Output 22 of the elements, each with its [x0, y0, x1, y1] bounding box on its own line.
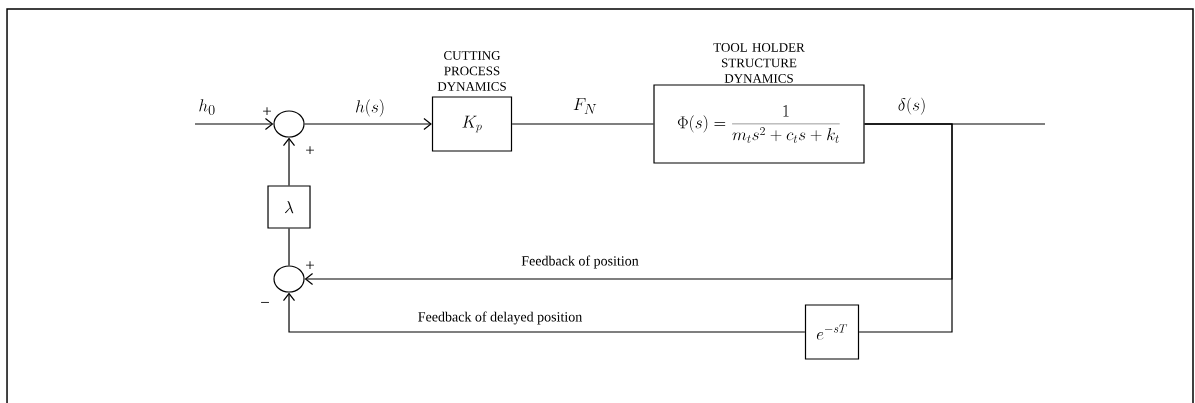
arrow	[304, 117, 432, 131]
edge-label: $F_N$	[571, 97, 599, 115]
sign-label: +	[263, 107, 271, 116]
edge-label: $h_0$	[197, 98, 217, 116]
sign-label: +	[306, 261, 314, 270]
arrow	[194, 117, 274, 131]
edge-label: Feedback of delayed position	[416, 310, 584, 326]
summing-junction	[273, 110, 305, 138]
block-heading: CUTTING PROCESS DYNAMICS	[437, 51, 506, 91]
sign-label: +	[306, 146, 314, 155]
block-box: $\lambda$	[267, 185, 311, 229]
arrow	[282, 292, 806, 333]
edge-label: Feedback of position	[520, 254, 640, 270]
sign-label: −	[261, 301, 269, 303]
block-box: $K_p$	[431, 96, 513, 152]
arrow	[282, 137, 296, 186]
block-heading: TOOL HOLDER STRUCTURE DYNAMICS	[713, 43, 805, 83]
edge-label: $\delta(s)$	[896, 96, 928, 116]
block-box: $e^{-sT}$	[804, 304, 860, 360]
summing-junction	[273, 265, 305, 293]
block-box: $\Phi(s)=\frac{1}{m_t s^2+c_t s+k_t}$	[653, 84, 865, 164]
edge-label: $h(s)$	[354, 98, 386, 118]
